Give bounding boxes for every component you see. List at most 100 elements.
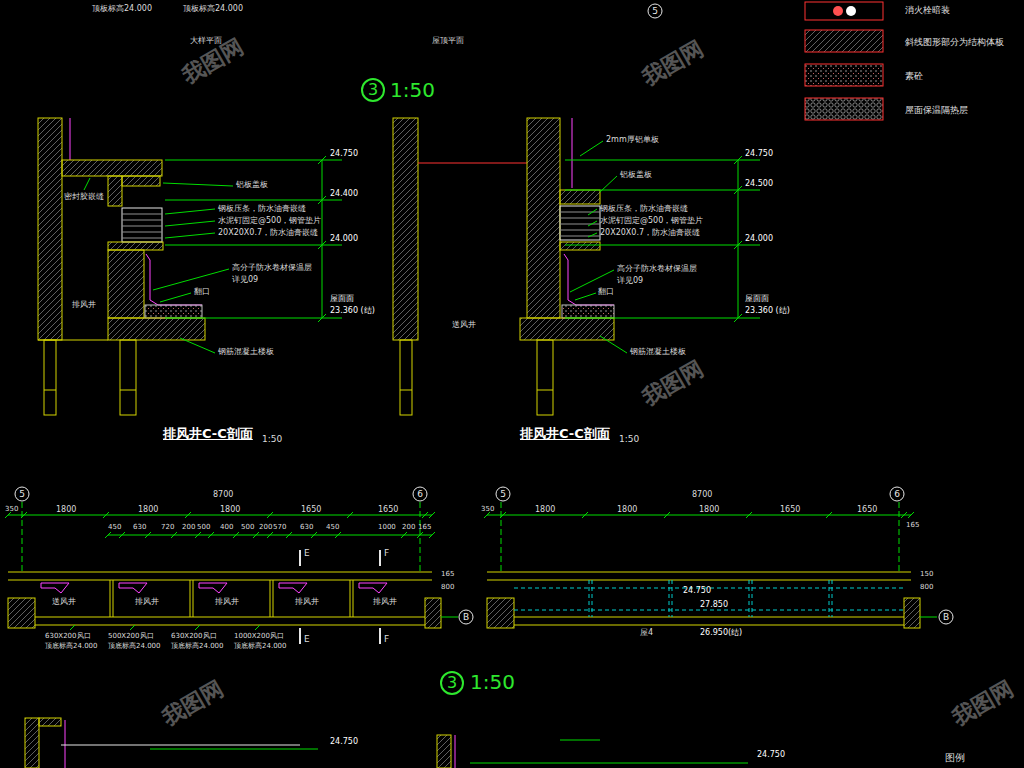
axis-bubble: 5 bbox=[14, 486, 30, 502]
note-text: 水泥钉固定@500，钢管垫片 bbox=[600, 216, 703, 226]
cad-line bbox=[501, 502, 502, 572]
slab bbox=[108, 318, 205, 340]
slab bbox=[520, 318, 614, 340]
view-title: 排风井C-C剖面 bbox=[163, 426, 253, 442]
cad-line bbox=[908, 512, 914, 518]
elevation-text: 23.360 (结) bbox=[745, 306, 790, 316]
circle-shape bbox=[413, 487, 427, 501]
cad-polyline bbox=[41, 583, 69, 593]
dimension-text: 1800 bbox=[699, 505, 719, 515]
view-title: 排风井C-C剖面 bbox=[520, 426, 610, 442]
cad-line bbox=[560, 212, 600, 213]
cad-line bbox=[899, 502, 900, 572]
shaft-name: 排风井 bbox=[72, 300, 96, 310]
cad-line bbox=[153, 269, 229, 290]
cad-line bbox=[165, 318, 342, 319]
note-text: 铝板盖板 bbox=[620, 170, 652, 180]
dimension-text: 1800 bbox=[220, 505, 240, 515]
cad-line bbox=[429, 532, 435, 538]
cad-line bbox=[145, 532, 151, 538]
cad-line bbox=[273, 580, 274, 617]
cad-line bbox=[322, 160, 323, 318]
axis-bubble: B bbox=[938, 609, 954, 625]
cad-polyline bbox=[279, 583, 307, 593]
cad-line bbox=[588, 233, 597, 237]
note-text: 1000X200风口 bbox=[234, 632, 284, 640]
note-text: 高分子防水卷材保温层 bbox=[232, 263, 312, 273]
scale-text: 1:50 bbox=[262, 434, 282, 445]
watermark: 我图网 bbox=[638, 35, 708, 91]
note-text: 铝板盖板 bbox=[236, 180, 268, 190]
dimension-text: 1800 bbox=[617, 505, 637, 515]
note-text: 630X200风口 bbox=[45, 632, 91, 640]
detail-index-circle: 3 bbox=[440, 671, 464, 695]
dimension-text: 150 bbox=[920, 570, 933, 578]
dimension-text: 1000 bbox=[378, 523, 396, 531]
column bbox=[44, 340, 56, 415]
cad-line bbox=[122, 220, 162, 221]
cad-line bbox=[560, 236, 600, 237]
cad-polyline bbox=[564, 254, 614, 305]
wall bbox=[527, 118, 560, 318]
dimension-text: 200 bbox=[402, 523, 415, 531]
cad-line bbox=[592, 580, 593, 617]
legend-swatch bbox=[805, 2, 883, 20]
elevation-text: 24.500 bbox=[745, 179, 773, 189]
dimension-text: 720 bbox=[161, 523, 174, 531]
cad-line bbox=[572, 118, 573, 188]
cad-polyline bbox=[146, 254, 202, 305]
dimension-text: 400 bbox=[220, 523, 233, 531]
cad-line bbox=[920, 617, 937, 618]
axis-bubble: 5 bbox=[495, 486, 511, 502]
watermark: 我图网 bbox=[158, 675, 228, 731]
cad-line bbox=[560, 230, 600, 231]
cad-line bbox=[422, 512, 428, 518]
cad-line bbox=[208, 532, 214, 538]
legend-swatch bbox=[805, 98, 883, 120]
note-text: 顶底标高24.000 bbox=[234, 642, 287, 650]
elevation-text: 24.000 bbox=[745, 234, 773, 244]
cad-line bbox=[165, 160, 342, 161]
dimension-text: 500 bbox=[241, 523, 254, 531]
column bbox=[425, 598, 441, 628]
cad-line bbox=[270, 580, 271, 617]
cad-line bbox=[8, 580, 432, 581]
slab bbox=[560, 190, 600, 204]
cad-line bbox=[487, 515, 911, 516]
note-text: 顶底标高24.000 bbox=[171, 642, 224, 650]
dimension-text: 570 bbox=[273, 523, 286, 531]
cad-line bbox=[600, 176, 617, 192]
elevation-text: 24.750 bbox=[683, 586, 711, 596]
circle-shape bbox=[15, 487, 29, 501]
axis-bubble: B bbox=[458, 609, 474, 625]
cad-line bbox=[160, 293, 191, 302]
note-text: 2mm厚铝单板 bbox=[606, 135, 659, 145]
insulation bbox=[562, 305, 614, 318]
cad-line bbox=[113, 580, 114, 617]
bubble-text: 3 bbox=[440, 671, 464, 695]
cad-line bbox=[253, 532, 259, 538]
shaft-name: 送风井 bbox=[452, 320, 476, 330]
cad-line bbox=[575, 293, 596, 300]
cad-line bbox=[165, 200, 342, 201]
dimension-text: 165 bbox=[418, 523, 431, 531]
legend-text: 消火栓暗装 bbox=[905, 5, 950, 16]
note-text: 密封胶嵌缝 bbox=[64, 192, 104, 202]
cad-line bbox=[22, 502, 23, 572]
circle-shape bbox=[362, 79, 384, 101]
dimension-text: 1650 bbox=[378, 505, 398, 515]
cad-line bbox=[441, 617, 458, 618]
dimension-text: 1650 bbox=[857, 505, 877, 515]
shaft-name: 排风井 bbox=[373, 597, 397, 607]
dimension-text: 350 bbox=[5, 505, 18, 513]
cad-line bbox=[746, 512, 752, 518]
elevation-text: 26.950(结) bbox=[700, 628, 742, 638]
note-text: 500X200风口 bbox=[108, 632, 154, 640]
cad-line bbox=[165, 245, 342, 246]
note-text: 钢筋混凝土楼板 bbox=[630, 347, 686, 357]
detail-index-circle: 3 bbox=[361, 78, 385, 102]
section-mark: E bbox=[304, 548, 310, 559]
slab bbox=[62, 160, 162, 176]
cad-line bbox=[35, 625, 425, 626]
